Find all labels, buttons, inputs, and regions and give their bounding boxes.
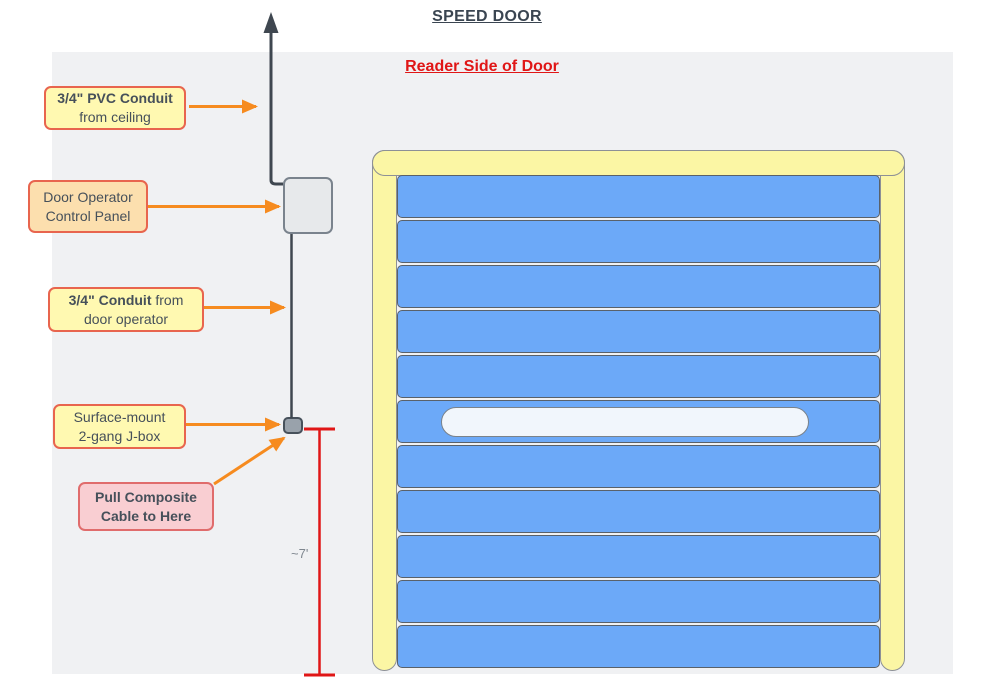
callout-text-line: Door Operator xyxy=(43,188,133,205)
door-right-rail xyxy=(880,150,905,671)
pvc-conduit-from-ceiling-label: 3/4" PVC Conduit from ceiling xyxy=(44,86,186,130)
callout-text-line: 2-gang J-box xyxy=(78,427,161,444)
door-slat xyxy=(397,580,880,623)
callout-text-line: 3/4" Conduit from xyxy=(68,291,184,308)
door-top-bar xyxy=(372,150,905,176)
callout-text-line: door operator xyxy=(83,310,169,327)
door-operator-control-panel-shape xyxy=(283,177,333,234)
surface-mount-jbox-label: Surface-mount 2-gang J-box xyxy=(53,404,186,449)
diagram-subtitle: Reader Side of Door xyxy=(405,58,559,75)
door-slat xyxy=(397,490,880,533)
callout-text-line: 3/4" PVC Conduit xyxy=(57,90,173,106)
door-slat xyxy=(397,445,880,488)
junction-box-shape xyxy=(283,417,303,434)
diagram-title: SPEED DOOR xyxy=(432,8,542,25)
conduit-from-door-operator-label: 3/4" Conduit from door operator xyxy=(48,287,204,332)
dimension-label: ~7' xyxy=(291,546,309,561)
door-vision-panel xyxy=(441,407,809,437)
door-slat xyxy=(397,175,880,218)
door-slat xyxy=(397,355,880,398)
door-slat xyxy=(397,265,880,308)
callout-text-line: Pull Composite xyxy=(95,488,197,505)
door-left-rail xyxy=(372,150,397,671)
callout-text-line: from ceiling xyxy=(79,109,151,125)
door-slats xyxy=(397,175,880,668)
callout-text-line: Control Panel xyxy=(45,207,131,224)
callout-text-line: Cable to Here xyxy=(100,507,192,524)
door-slat xyxy=(397,535,880,578)
door-slat xyxy=(397,310,880,353)
door-slat xyxy=(397,625,880,668)
conduit-up-arrowhead-icon xyxy=(263,12,279,33)
callout-text-line: Surface-mount xyxy=(73,408,166,425)
door-slat xyxy=(397,220,880,263)
